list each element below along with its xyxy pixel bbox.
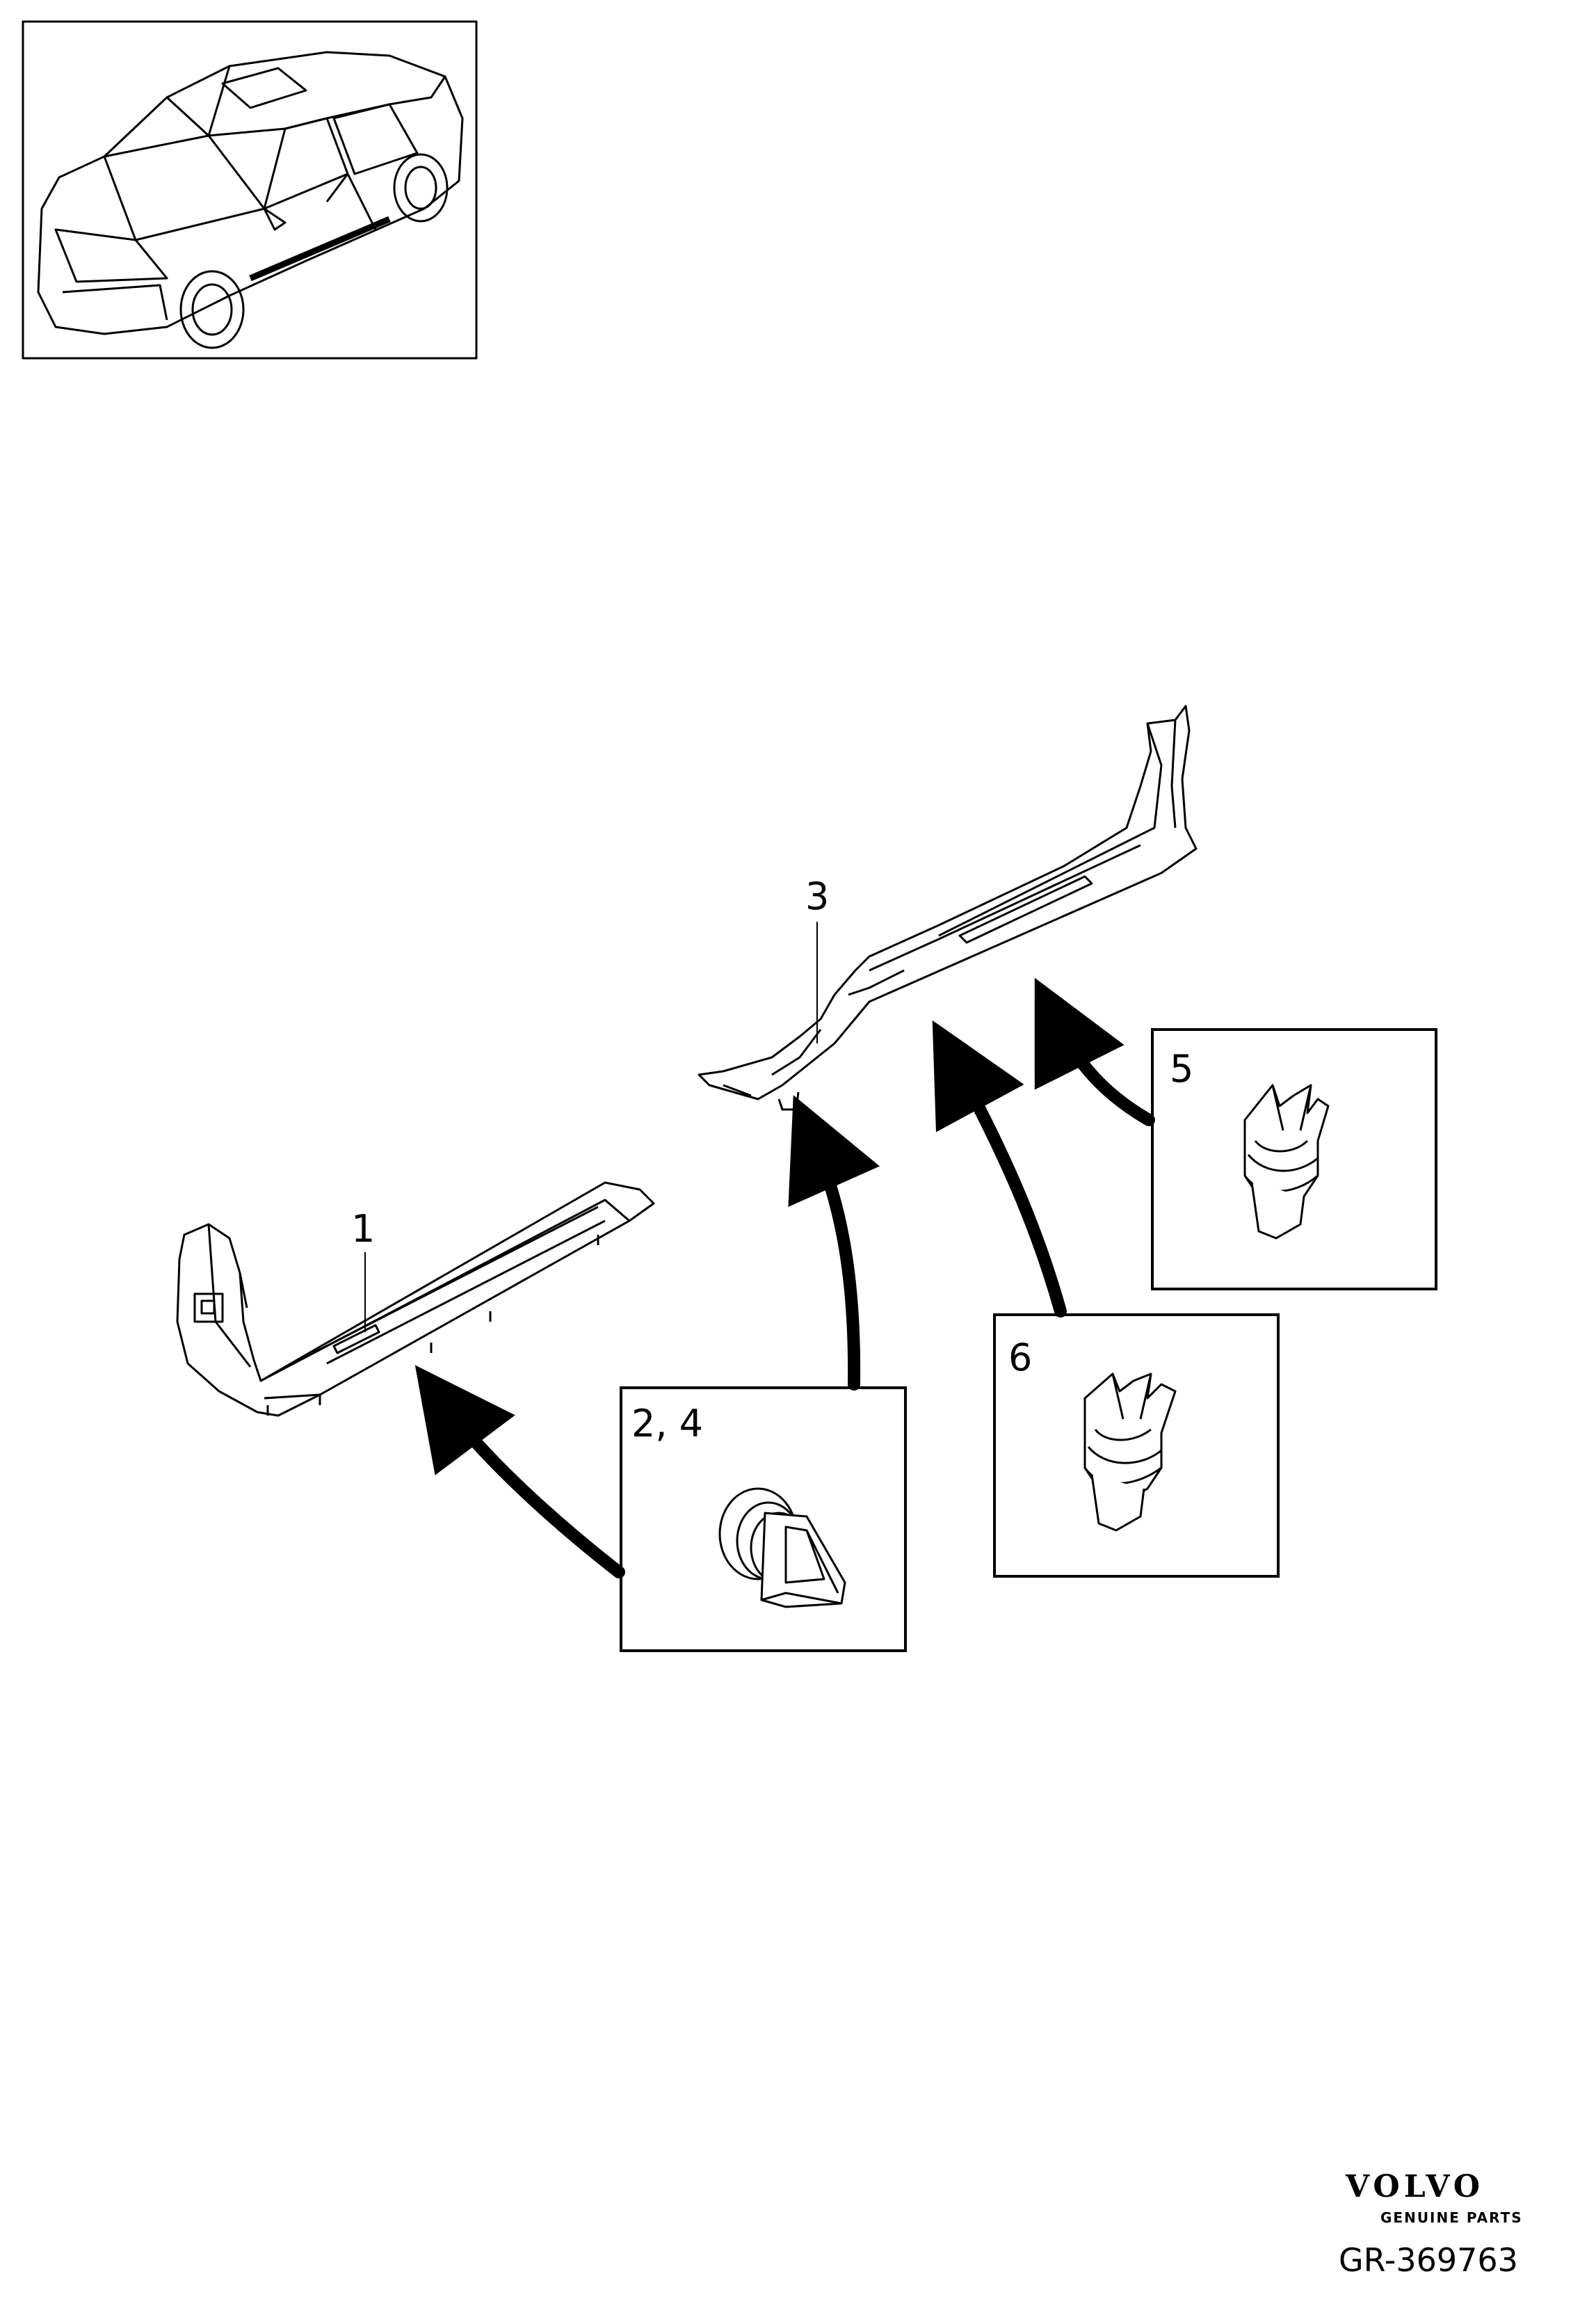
fastener-clip-5-icon: [1243, 1084, 1330, 1240]
rear-sill-trim: [698, 705, 1198, 1111]
volvo-logo: VOLVO: [1346, 2169, 1485, 2204]
illustration-number: GR-369763: [1339, 2241, 1518, 2279]
front-sill-trim: [176, 1181, 655, 1417]
genuine-parts-tagline: GENUINE PARTS: [1380, 2209, 1523, 2226]
callout-label-5: 5: [1170, 1047, 1194, 1091]
callout-box-5: [1151, 1028, 1437, 1290]
callout-label-3: 3: [805, 874, 830, 918]
push-rivet-clip-icon: [718, 1487, 846, 1608]
callout-label-2-4: 2, 4: [631, 1402, 704, 1446]
arrow-clip-2-4-to-part-3: [788, 1095, 880, 1391]
vehicle-overview-thumbnail: [22, 20, 478, 360]
arrow-clip-5-to-part-3: [1034, 977, 1155, 1126]
pointer-arrows: [414, 977, 1155, 1578]
callout-label-1: 1: [351, 1207, 376, 1251]
arrow-clip-6-to-part-3: [932, 1020, 1067, 1318]
callout-label-6: 6: [1008, 1336, 1033, 1379]
fastener-clip-6-icon: [1083, 1372, 1177, 1532]
callout-box-2-4: [620, 1386, 907, 1652]
callout-box-6: [993, 1313, 1280, 1578]
arrow-clip-2-4-to-part-1: [414, 1365, 625, 1578]
